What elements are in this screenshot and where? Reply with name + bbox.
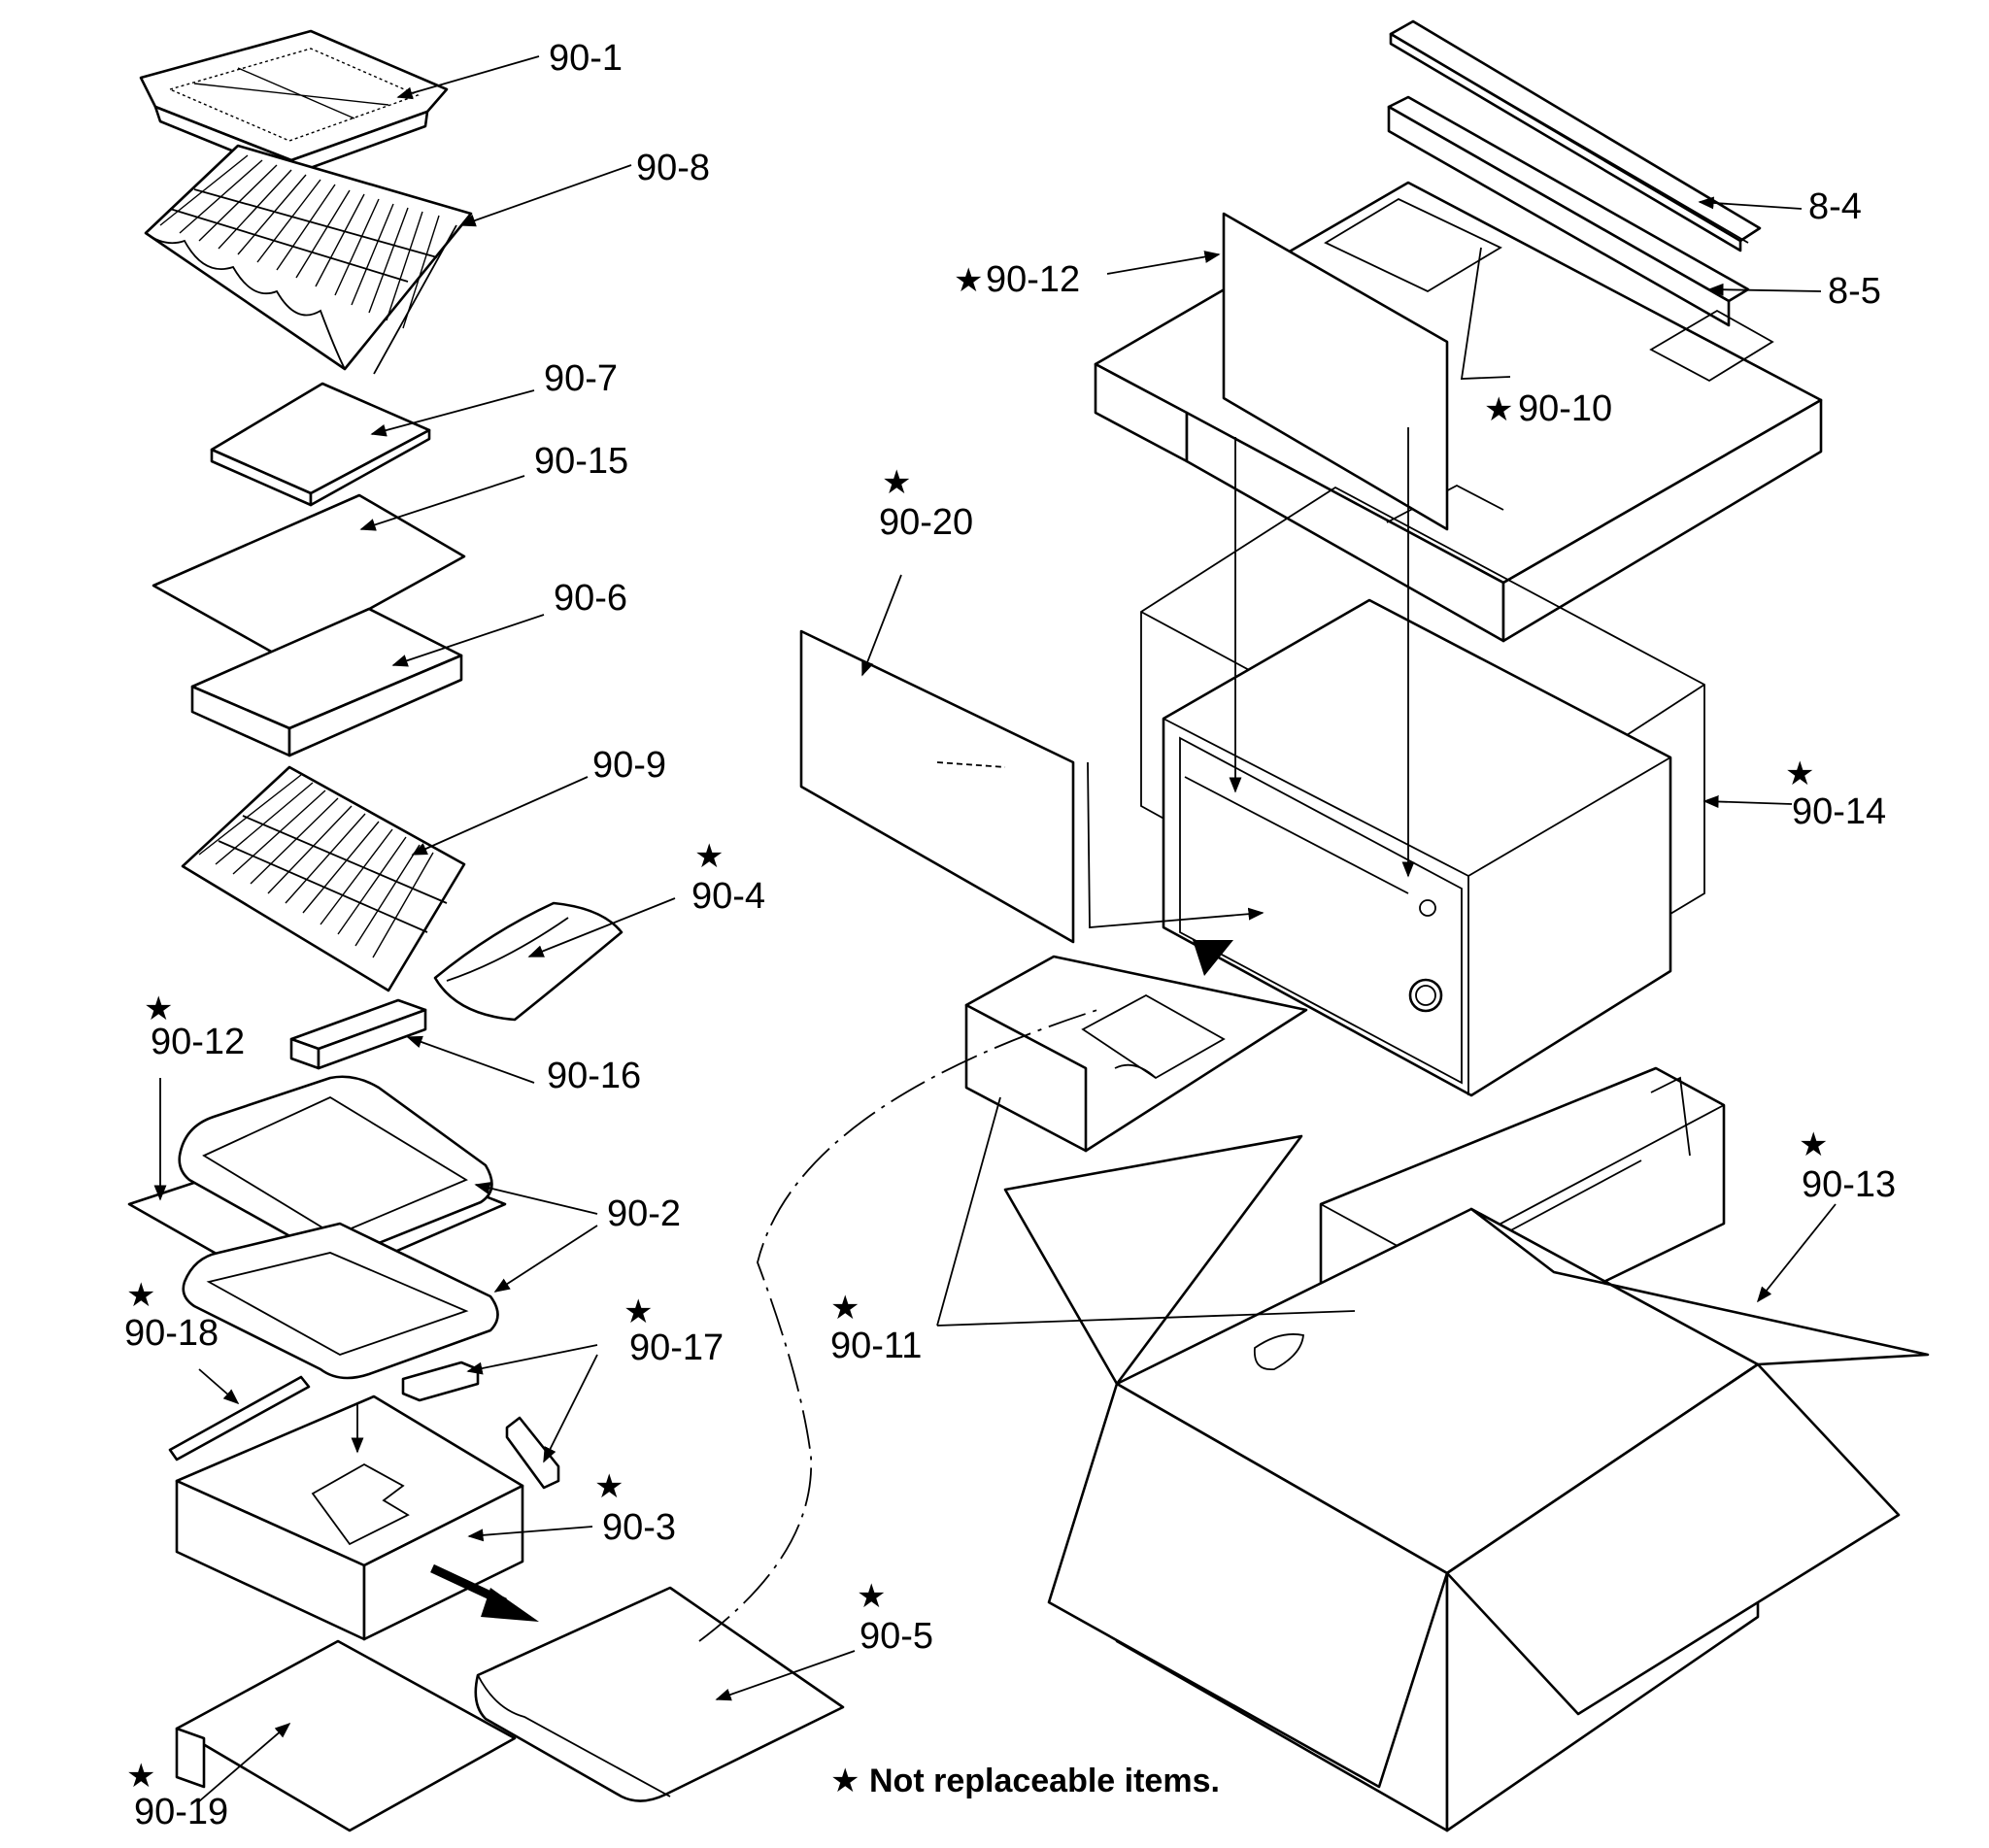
part-90-11-front-foam — [964, 955, 1308, 1153]
star-90-12-top: ★ — [954, 261, 983, 300]
label-90-11: 90-11 — [830, 1326, 922, 1366]
label-90-16: 90-16 — [547, 1056, 641, 1096]
label-8-5: 8-5 — [1828, 271, 1881, 312]
part-labels: 90-1 90-8 90-7 90-15 90-6 90-9 ★ 90-4 ★ … — [124, 38, 1896, 1832]
direction-arrow — [430, 1563, 539, 1622]
legend: ★ Not replaceable items. — [830, 1762, 1220, 1800]
part-90-12-top-sheet — [1222, 212, 1449, 531]
star-90-12-left: ★ — [144, 990, 173, 1028]
star-90-14: ★ — [1785, 755, 1814, 793]
star-90-20: ★ — [882, 463, 911, 502]
label-90-9: 90-9 — [592, 745, 666, 786]
label-90-8: 90-8 — [636, 148, 710, 188]
part-90-20-sheet — [799, 629, 1075, 944]
label-8-4: 8-4 — [1808, 186, 1862, 227]
part-microwave-oven — [1162, 598, 1672, 1097]
star-90-11: ★ — [830, 1289, 860, 1327]
legend-text: Not replaceable items. — [869, 1763, 1220, 1799]
star-90-3: ★ — [594, 1467, 624, 1506]
part-90-18-rod — [168, 1375, 311, 1462]
part-90-5-cushion — [474, 1586, 845, 1802]
star-90-10: ★ — [1484, 390, 1513, 429]
part-90-15-sheet — [152, 493, 466, 659]
part-90-8-oven-rack — [144, 144, 473, 371]
label-90-3: 90-3 — [602, 1507, 676, 1548]
part-90-7-panel — [210, 382, 431, 507]
label-90-6: 90-6 — [554, 578, 627, 619]
part-90-13-carton — [1003, 1134, 1930, 1832]
part-90-3-box — [175, 1394, 524, 1641]
part-90-4-pouch — [433, 901, 624, 1022]
label-90-18: 90-18 — [124, 1313, 219, 1354]
label-90-10: 90-10 — [1518, 388, 1612, 429]
part-90-1-grill-pan — [139, 29, 449, 177]
legend-star: ★ — [830, 1762, 860, 1800]
label-90-13: 90-13 — [1802, 1164, 1896, 1205]
part-90-19-folded-sheet — [175, 1639, 517, 1832]
star-90-5: ★ — [857, 1577, 886, 1616]
part-8-4-bar — [1389, 19, 1762, 252]
star-90-18: ★ — [126, 1276, 155, 1315]
label-90-15: 90-15 — [534, 441, 628, 482]
label-90-12-left: 90-12 — [151, 1022, 245, 1062]
part-8-5-bar — [1387, 95, 1750, 327]
star-90-13: ★ — [1799, 1126, 1828, 1164]
label-90-1: 90-1 — [549, 38, 623, 79]
label-90-17: 90-17 — [629, 1327, 724, 1368]
part-90-2-trays — [178, 1075, 499, 1380]
part-90-9-small-rack — [181, 765, 466, 992]
label-90-20: 90-20 — [879, 502, 973, 543]
label-90-7: 90-7 — [544, 358, 618, 399]
leader-lines — [153, 55, 1837, 1802]
label-90-4: 90-4 — [691, 876, 765, 917]
star-90-4: ★ — [694, 837, 724, 876]
label-90-2: 90-2 — [607, 1193, 681, 1234]
star-90-17: ★ — [624, 1293, 653, 1331]
label-90-5: 90-5 — [860, 1616, 933, 1657]
part-90-17-blocks — [401, 1361, 560, 1490]
label-90-12-top: 90-12 — [986, 259, 1080, 300]
part-90-16-block — [289, 998, 427, 1070]
star-90-19: ★ — [126, 1757, 155, 1796]
guide-curve — [698, 940, 1233, 1642]
label-90-19: 90-19 — [134, 1792, 228, 1832]
label-90-14: 90-14 — [1792, 791, 1886, 832]
part-90-6-board — [190, 607, 463, 757]
